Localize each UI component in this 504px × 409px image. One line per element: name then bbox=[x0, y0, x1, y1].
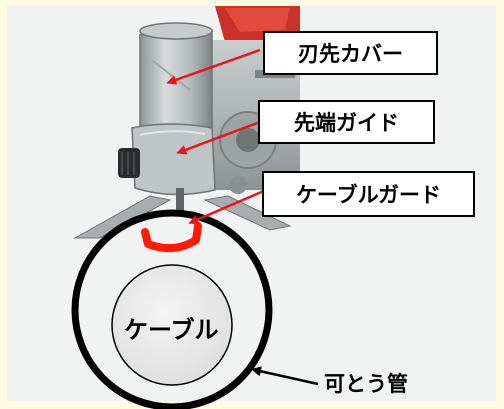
conduit-label: 可とう管 bbox=[324, 372, 408, 396]
blade-cover-label: 刃先カバー bbox=[263, 31, 438, 75]
blade-cover-arrow bbox=[166, 48, 261, 85]
tool-body bbox=[190, 40, 300, 194]
cable-guard-arrow bbox=[188, 188, 267, 225]
cable-circle bbox=[111, 264, 233, 386]
cable-label: ケーブル bbox=[124, 316, 219, 344]
cable-guard-mark bbox=[141, 222, 202, 253]
blade-cover-drum bbox=[139, 22, 213, 141]
conduit-ring bbox=[71, 209, 273, 409]
blade-stem bbox=[176, 188, 184, 216]
conduit-arrow bbox=[251, 366, 319, 386]
base-wings bbox=[73, 195, 292, 239]
tip-guide-plate bbox=[131, 123, 216, 196]
adjust-knob bbox=[118, 148, 140, 178]
tip-guide-label: 先端ガイド bbox=[258, 100, 435, 144]
cable-guard-label: ケーブルガード bbox=[262, 171, 475, 217]
tip-guide-arrow bbox=[176, 120, 261, 155]
